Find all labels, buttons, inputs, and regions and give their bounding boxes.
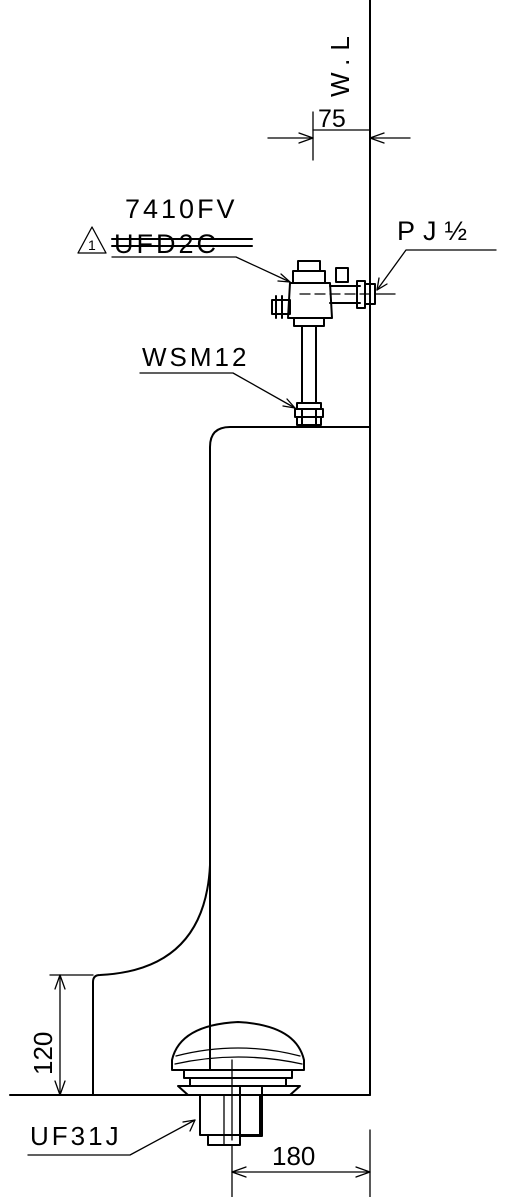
dimension-75: 75 [267,105,411,161]
drain-trap [171,1021,305,1146]
svg-text:1: 1 [88,237,96,253]
trap-label: UF31J [30,1121,122,1151]
flush-valve [271,260,396,327]
dimension-180: 180 [231,1129,371,1197]
supply-pipe [294,325,324,426]
dimension-180-text: 180 [272,1141,315,1171]
svg-text:W.L: W.L [325,28,355,97]
old-valve-model-label: UFD2C [114,229,219,259]
trap-leader [27,1119,196,1156]
revision-triangle: 1 [77,226,107,254]
stop-valve-label: WSM12 [142,342,249,372]
urinal-lip-curve [92,864,211,1096]
dimension-120: 120 [28,974,94,1096]
dimension-75-text: 75 [318,105,346,133]
valve-leader [111,256,291,283]
urinal-body [209,426,371,1071]
svg-text:120: 120 [28,1032,58,1075]
svg-text:PJ½: PJ½ [397,216,475,246]
stop-valve-leader [139,372,296,409]
wall-label: W.L [325,28,355,97]
valve-model-label: 7410FV [125,194,238,224]
pipe-thread-leader [376,249,497,291]
pipe-thread-label: PJ½ [397,216,475,246]
